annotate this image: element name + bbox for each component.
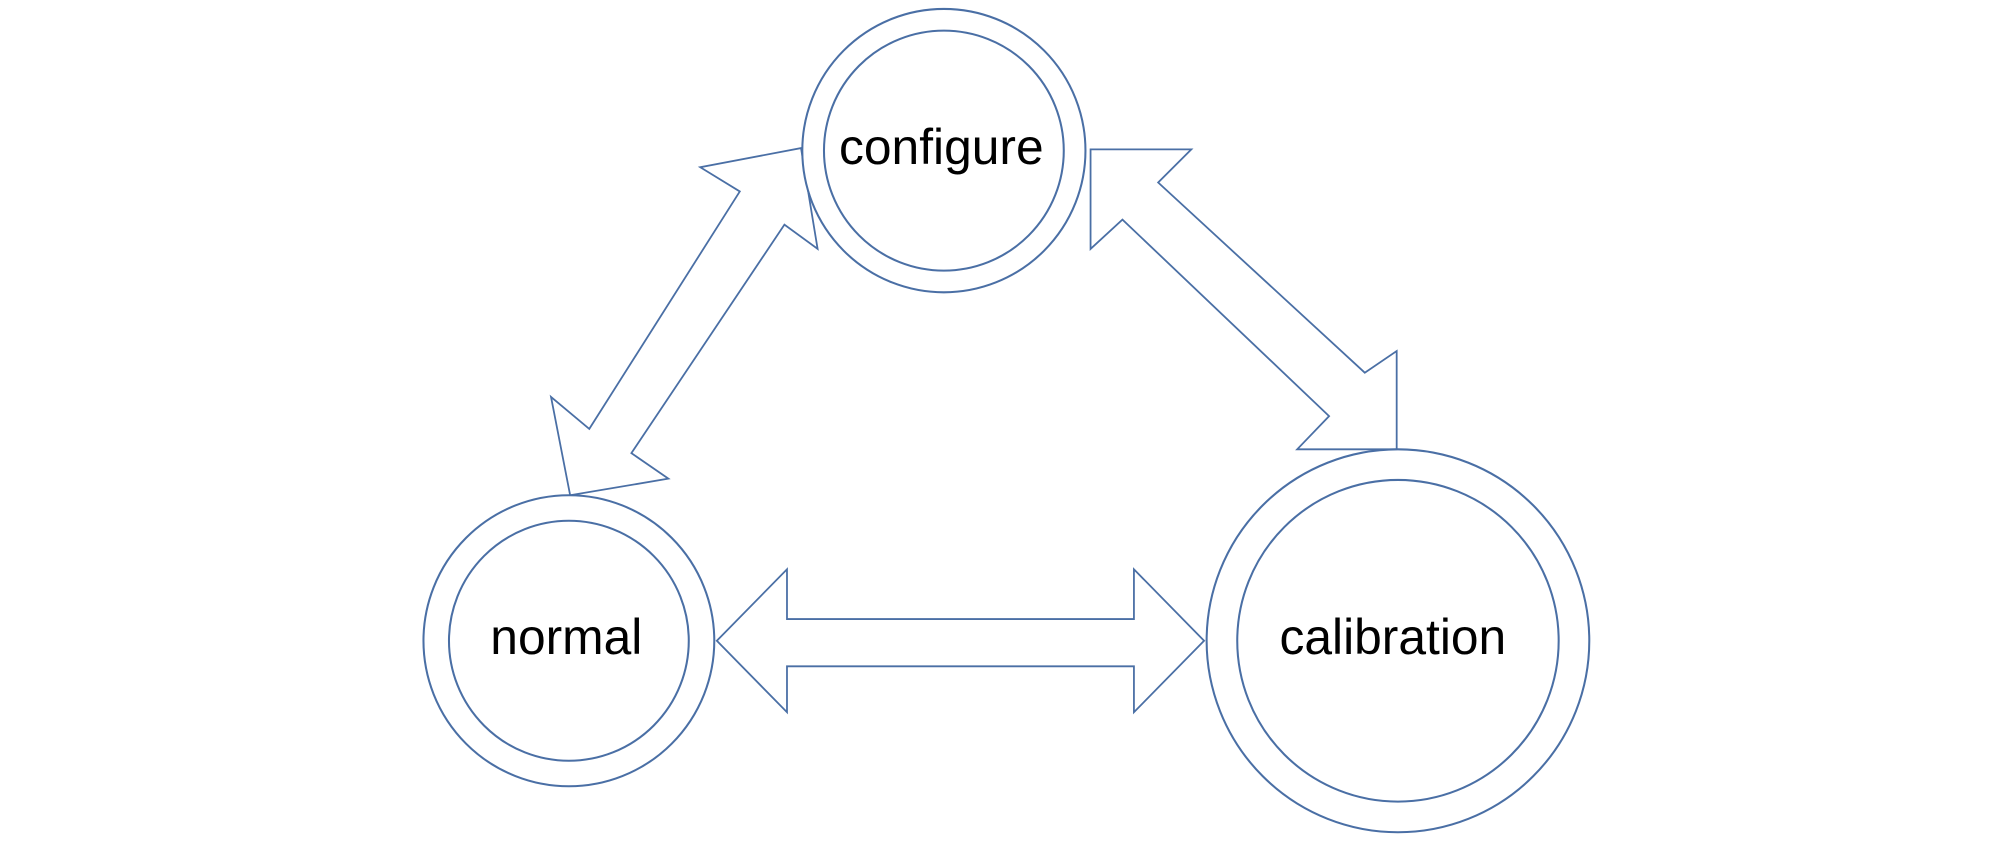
outer-ring — [801, 7, 1087, 294]
outer-ring — [422, 494, 716, 788]
state-calibration: calibration — [1205, 448, 1591, 834]
inner-ring — [447, 519, 690, 762]
inner-ring — [1236, 478, 1560, 803]
arrow-configure-calibration — [1089, 148, 1398, 451]
inner-ring — [822, 29, 1065, 272]
state-normal: normal — [422, 494, 716, 788]
outer-ring — [1205, 448, 1591, 834]
state-label: normal — [490, 609, 642, 665]
state-label: calibration — [1280, 609, 1507, 665]
state-label: configure — [839, 119, 1044, 175]
arrow-normal-configure — [549, 147, 819, 497]
arrow-normal-calibration — [715, 567, 1206, 715]
state-configure: configure — [801, 7, 1087, 294]
